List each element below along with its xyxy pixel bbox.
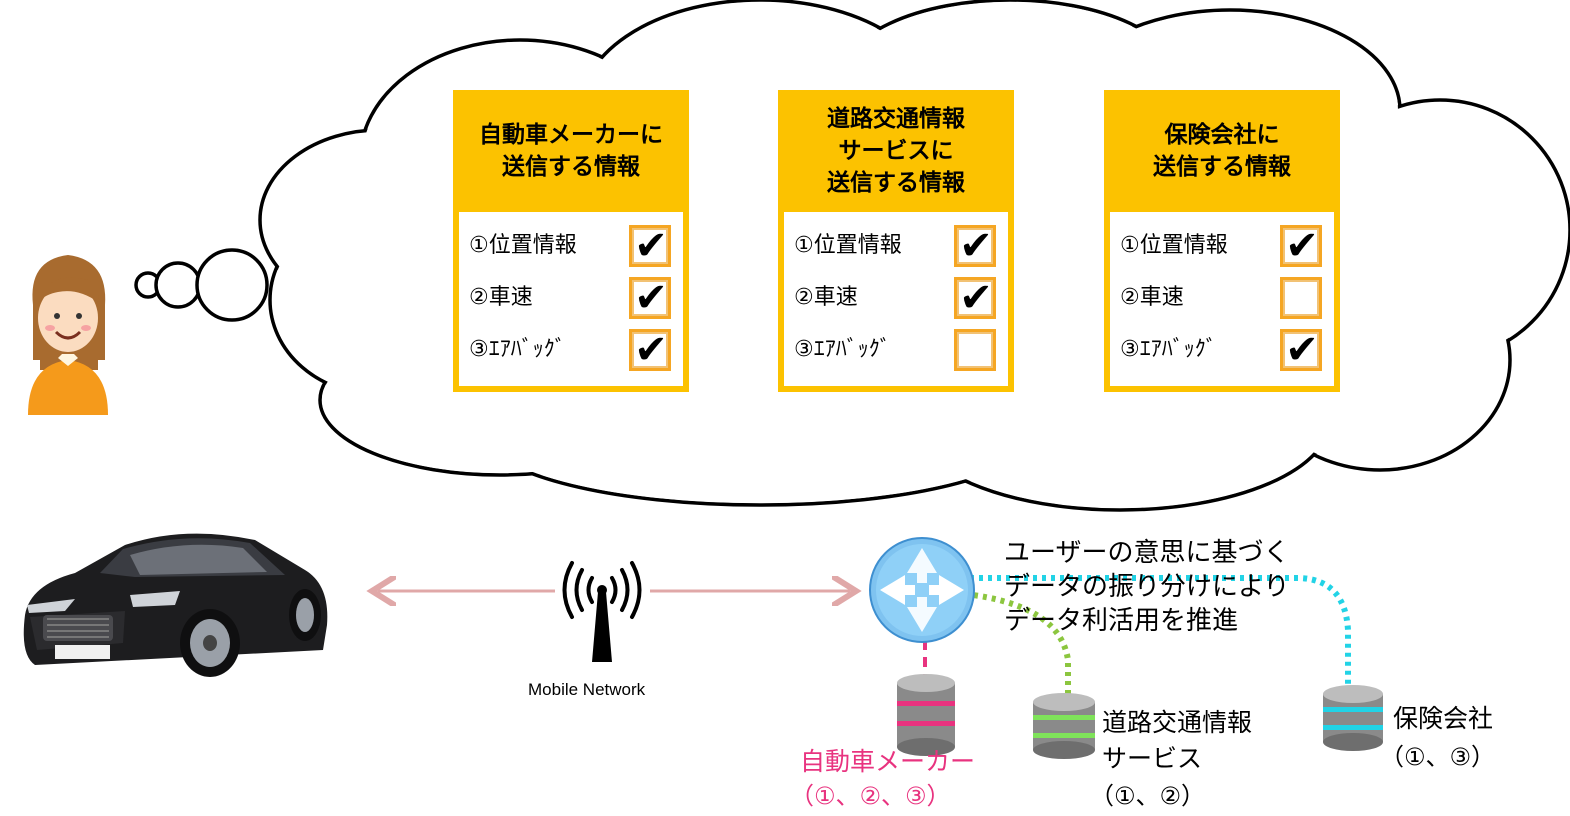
database-maker-icon [897, 674, 955, 756]
panel-title: 道路交通情報 サービスに 送信する情報 [827, 106, 965, 196]
network-label: Mobile Network [528, 680, 646, 699]
option-label: ①位置情報 [794, 233, 902, 258]
option-label: ③ｴｱﾊﾞｯｸﾞ [469, 337, 566, 362]
panel-title: 保険会社に 送信する情報 [1153, 122, 1291, 180]
option-location: ①位置情報 ✔ [1120, 223, 1330, 269]
traffic-name-line1: 道路交通情報 [1102, 708, 1253, 737]
checkbox[interactable]: ✔ [954, 223, 996, 269]
option-label: ②車速 [794, 285, 858, 310]
option-label: ①位置情報 [1120, 233, 1228, 258]
checkbox[interactable]: ✔ [1280, 327, 1322, 373]
check-icon: ✔ [634, 275, 668, 321]
checkbox[interactable]: ✔ [1280, 223, 1322, 269]
check-icon: ✔ [959, 275, 993, 321]
database-insurance-icon [1323, 685, 1383, 751]
maker-sent: （①、②、③） [790, 782, 951, 810]
option-speed: ②車速 ✔ [794, 275, 1004, 321]
option-label: ②車速 [1120, 285, 1184, 310]
antenna-icon [562, 561, 642, 619]
option-airbag: ③ｴｱﾊﾞｯｸﾞ [794, 327, 1004, 373]
link-insurance [970, 575, 1351, 690]
check-icon: ✔ [634, 223, 668, 269]
check-icon: ✔ [959, 223, 993, 269]
insurance-name: 保険会社 [1393, 704, 1494, 733]
link-traffic [964, 591, 1071, 698]
option-location: ①位置情報 ✔ [794, 223, 1004, 269]
checkbox[interactable] [954, 329, 996, 371]
option-location: ①位置情報 ✔ [469, 223, 679, 269]
insurance-sent: （①、③） [1380, 743, 1496, 771]
option-speed: ②車速 ✔ [469, 275, 679, 321]
option-label: ①位置情報 [469, 233, 577, 258]
traffic-sent: （①、②） [1090, 782, 1206, 810]
option-speed: ②車速 [1120, 275, 1330, 321]
check-icon: ✔ [634, 327, 668, 373]
option-label: ②車速 [469, 285, 533, 310]
thought-bubbles [134, 248, 269, 322]
checkbox[interactable]: ✔ [629, 327, 671, 373]
car-icon [23, 533, 328, 677]
panel-insurance: 保険会社に 送信する情報 ①位置情報 ✔ ②車速 ③ｴｱﾊﾞｯｸﾞ ✔ [1104, 90, 1340, 392]
user-avatar-icon [28, 255, 108, 415]
checkbox[interactable]: ✔ [954, 275, 996, 321]
router-caption-line1: ユーザーの意思に基づく [1004, 538, 1290, 568]
panel-traffic-service: 道路交通情報 サービスに 送信する情報 ①位置情報 ✔ ②車速 ✔ ③ｴｱﾊﾞｯ… [778, 90, 1014, 392]
checkbox[interactable]: ✔ [629, 223, 671, 269]
option-airbag: ③ｴｱﾊﾞｯｸﾞ ✔ [1120, 327, 1330, 373]
check-icon: ✔ [1285, 223, 1319, 269]
panel-title: 自動車メーカーに 送信する情報 [479, 122, 663, 180]
panel-body: ①位置情報 ✔ ②車速 ③ｴｱﾊﾞｯｸﾞ ✔ [1110, 212, 1334, 386]
option-label: ③ｴｱﾊﾞｯｸﾞ [794, 337, 891, 362]
maker-name: 自動車メーカー [800, 747, 976, 776]
panel-body: ①位置情報 ✔ ②車速 ✔ ③ｴｱﾊﾞｯｸﾞ [784, 212, 1008, 386]
traffic-name-line2: サービス [1102, 744, 1203, 773]
option-airbag: ③ｴｱﾊﾞｯｸﾞ ✔ [469, 327, 679, 373]
router-icon [869, 537, 975, 643]
router-caption-line2: データの振り分けにより [1004, 572, 1290, 602]
panel-automaker: 自動車メーカーに 送信する情報 ①位置情報 ✔ ②車速 ✔ ③ｴｱﾊﾞｯｸﾞ ✔ [453, 90, 689, 392]
checkbox[interactable] [1280, 277, 1322, 319]
checkbox[interactable]: ✔ [629, 275, 671, 321]
option-label: ③ｴｱﾊﾞｯｸﾞ [1120, 337, 1217, 362]
database-traffic-icon [1033, 693, 1095, 759]
router-caption-line3: データ利活用を推進 [1004, 606, 1239, 636]
panel-body: ①位置情報 ✔ ②車速 ✔ ③ｴｱﾊﾞｯｸﾞ ✔ [459, 212, 683, 386]
check-icon: ✔ [1285, 327, 1319, 373]
